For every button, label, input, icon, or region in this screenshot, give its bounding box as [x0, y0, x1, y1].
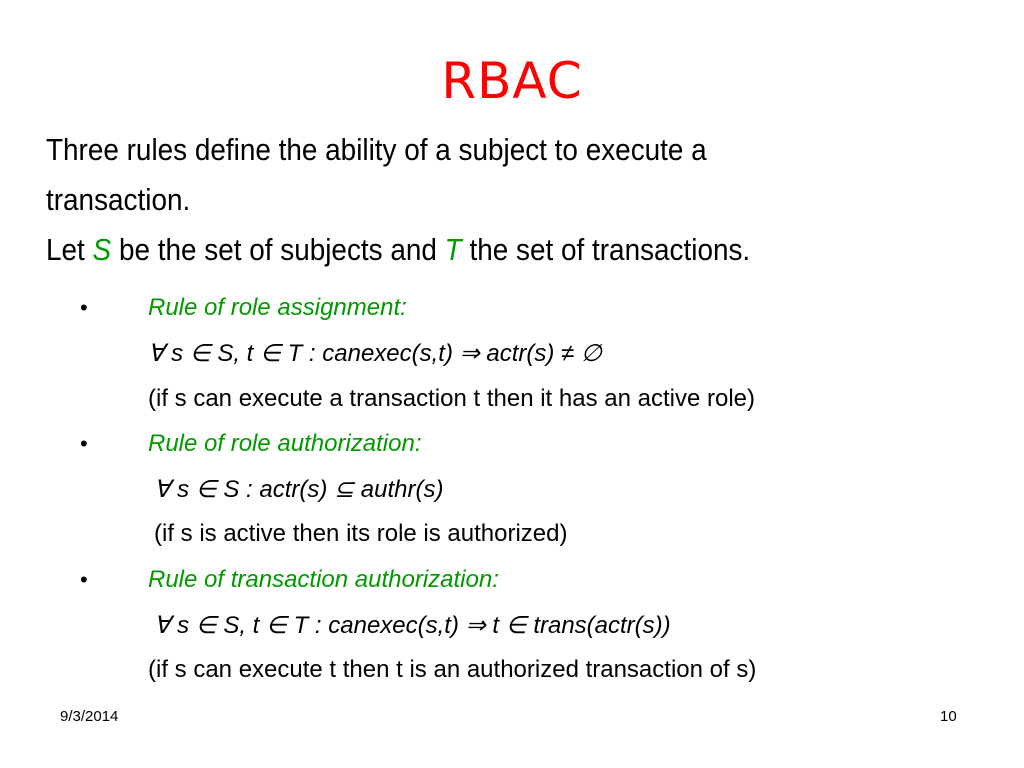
- rule-1-name: Rule of role assignment:: [148, 294, 407, 321]
- bullet-rule-1: •: [80, 295, 88, 320]
- intro-text: Three rules define the ability of a subj…: [46, 125, 856, 275]
- rule-2-explanation: (if s is active then its role is authori…: [154, 520, 568, 547]
- rule-3-explanation: (if s can execute t then t is an authori…: [148, 656, 757, 683]
- intro-let: Let: [46, 232, 85, 267]
- rule-2-name: Rule of role authorization:: [148, 430, 422, 457]
- intro-line-1: Three rules define the ability of a subj…: [46, 132, 707, 217]
- slide-title: RBAC: [441, 52, 583, 110]
- intro-transactions-symbol: T: [444, 232, 462, 267]
- intro-end: the set of transactions.: [469, 232, 751, 267]
- rule-1-explanation: (if s can execute a transaction t then i…: [148, 385, 755, 412]
- rule-3-formula: ∀ s ∈ S, t ∈ T : canexec(s,t) ⇒ t ∈ tran…: [154, 612, 671, 639]
- bullet-rule-2: •: [80, 431, 88, 456]
- rule-2-formula: ∀ s ∈ S : actr(s) ⊆ authr(s): [154, 476, 444, 503]
- footer-date: 9/3/2014: [60, 708, 119, 725]
- bullet-rule-3: •: [80, 567, 88, 592]
- intro-line-2: Let S be the set of subjects and T the s…: [46, 225, 856, 275]
- footer-page-number: 10: [940, 708, 957, 725]
- intro-mid: be the set of subjects and: [118, 232, 437, 267]
- rule-3-name: Rule of transaction authorization:: [148, 566, 499, 593]
- intro-subjects-symbol: S: [92, 232, 112, 267]
- rule-1-formula: ∀ s ∈ S, t ∈ T : canexec(s,t) ⇒ actr(s) …: [148, 340, 602, 367]
